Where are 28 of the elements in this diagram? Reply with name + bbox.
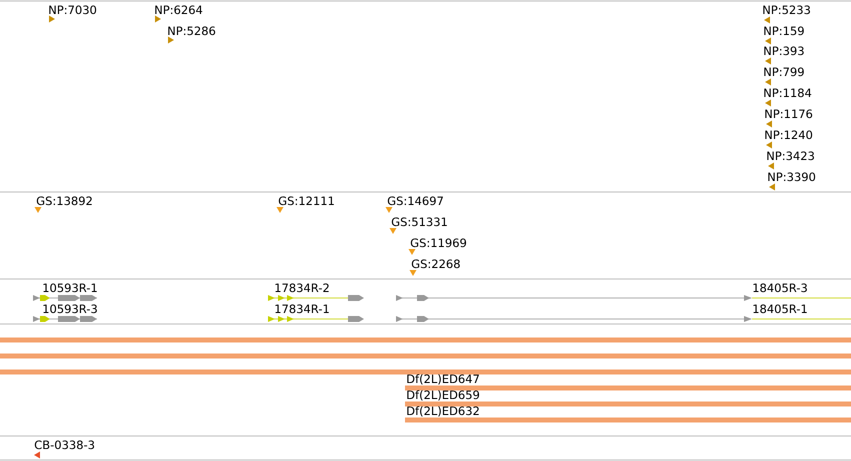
feature-label: Df(2L)ED647: [407, 374, 479, 385]
feature-label: CB-0338-3: [34, 440, 94, 450]
feature-label: NP:393: [764, 46, 804, 56]
feature-label: NP:1176: [765, 109, 812, 118]
feature-label: 17834R-1: [275, 304, 329, 314]
feature-label: NP:159: [764, 26, 804, 36]
feature-label: 10593R-1: [43, 283, 97, 292]
feature-label: NP:1240: [765, 130, 812, 140]
feature-label: NP:5286: [168, 26, 216, 36]
feature-label: NP:3390: [768, 172, 816, 182]
feature-label: NP:799: [764, 67, 804, 76]
feature-label: NP:3423: [767, 151, 814, 160]
feature-label: NP:7030: [49, 5, 96, 14]
feature-label: GS:14697: [388, 196, 443, 206]
feature-label: NP:6264: [155, 5, 202, 14]
feature-label: 17834R-2: [275, 283, 329, 292]
feature-label: NP:1184: [764, 88, 812, 98]
feature-label: NP:5233: [763, 5, 810, 14]
feature-label: GS:11969: [410, 238, 466, 248]
feature-label: GS:2268: [412, 259, 460, 268]
feature-label: Df(2L)ED632: [407, 406, 479, 417]
feature-label: GS:13892: [36, 196, 92, 206]
feature-label: 10593R-3: [43, 304, 97, 314]
feature-label: Df(2L)ED659: [407, 390, 480, 401]
feature-label: GS:51331: [392, 217, 447, 226]
feature-label: GS:12111: [278, 196, 334, 206]
feature-label: 18405R-3: [753, 283, 807, 292]
feature-label: 18405R-1: [753, 304, 807, 314]
